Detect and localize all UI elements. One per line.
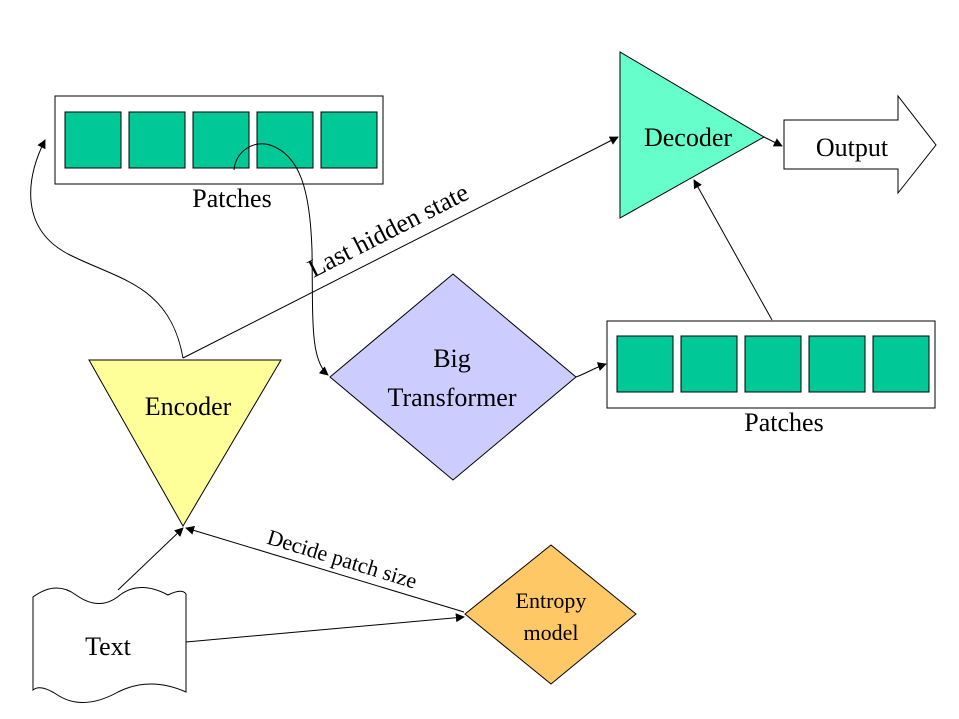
text-document-shape xyxy=(32,587,187,703)
encoder-triangle xyxy=(88,359,282,527)
text-label: Text xyxy=(85,632,132,661)
patches-right-cell-5 xyxy=(872,335,930,393)
encoder-node: Encoder xyxy=(88,359,282,527)
entropy-model-diamond xyxy=(464,544,637,685)
edge-patches-top-to-transformer xyxy=(233,143,329,376)
edge-decide-patch-size xyxy=(185,526,465,613)
edge-text-to-encoder xyxy=(117,527,184,591)
patches-top-cell-2 xyxy=(128,111,186,169)
patches-top-group: Patches xyxy=(54,95,384,213)
patches-top-cell-3 xyxy=(192,111,250,169)
patches-top-cells xyxy=(64,111,378,169)
patches-right-cell-3 xyxy=(744,335,802,393)
text-node: Text xyxy=(32,587,187,703)
entropy-model-label-line2: model xyxy=(524,620,579,645)
edge-patches-right-to-decoder xyxy=(693,179,773,321)
output-label: Output xyxy=(816,133,889,162)
edge-label-last-hidden-state: Last hidden state xyxy=(303,178,473,284)
patches-top-cell-5 xyxy=(320,111,378,169)
output-arrow-shape xyxy=(783,94,937,195)
decoder-label: Decoder xyxy=(644,123,732,152)
edge-last-hidden-state xyxy=(182,136,619,359)
patches-right-cell-2 xyxy=(680,335,738,393)
decoder-node: Decoder xyxy=(619,51,766,219)
decoder-triangle xyxy=(619,51,766,219)
patches-top-cell-1 xyxy=(64,111,122,169)
big-transformer-label-line2: Transformer xyxy=(387,383,516,412)
patches-right-cell-1 xyxy=(616,335,674,393)
entropy-model-label-line1: Entropy xyxy=(516,588,587,613)
patches-right-label: Patches xyxy=(744,408,823,437)
patches-right-cells xyxy=(616,335,930,393)
edge-text-to-entropy-model xyxy=(185,613,465,643)
patches-top-cell-4 xyxy=(256,111,314,169)
big-transformer-node: Big Transformer xyxy=(329,273,577,481)
patches-right-cell-4 xyxy=(808,335,866,393)
edge-transformer-to-patches-right xyxy=(575,362,607,378)
entropy-model-node: Entropy model xyxy=(464,544,637,685)
patches-right-group: Patches xyxy=(606,320,936,437)
big-transformer-label-line1: Big xyxy=(433,344,471,373)
encoder-label: Encoder xyxy=(145,392,232,421)
patches-top-label: Patches xyxy=(192,184,271,213)
edge-decoder-to-output xyxy=(763,136,783,147)
big-transformer-diamond xyxy=(329,273,577,481)
edge-encoder-to-patches-top xyxy=(30,139,184,359)
edges xyxy=(30,136,783,643)
output-node: Output xyxy=(783,94,937,195)
